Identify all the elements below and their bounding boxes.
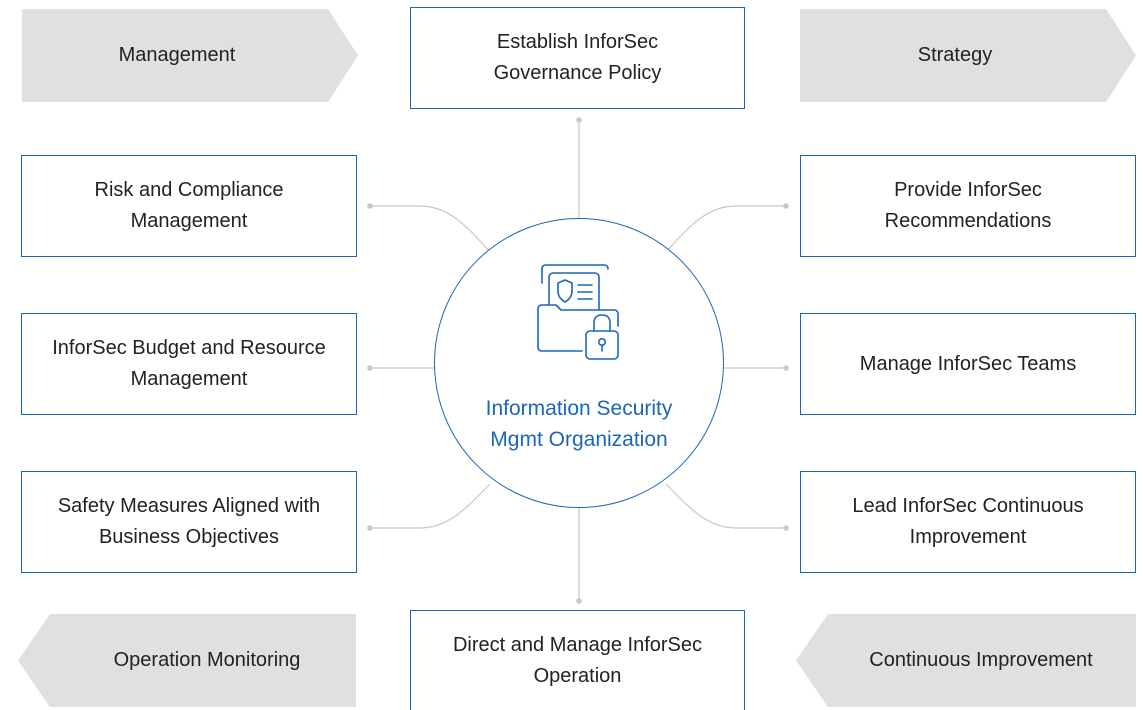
- management-label: Management: [118, 44, 236, 66]
- hub-title-line1: Information Security: [485, 397, 673, 420]
- strategy-label: Strategy: [917, 44, 993, 66]
- connector-right-1: [665, 205, 786, 253]
- hub-title-line2: Mgmt Organization: [490, 428, 668, 451]
- connector-dot-bottom: [576, 598, 582, 604]
- connector-dot-right-3: [783, 525, 789, 531]
- safety-measures-line1: Safety Measures Aligned with: [57, 495, 321, 517]
- continuous-improvement-line2: Improvement: [909, 526, 1027, 548]
- establish-governance-line1: Establish InforSec: [496, 31, 659, 53]
- connector-dot-left-2: [367, 365, 373, 371]
- operation-monitoring-chevron: Operation Monitoring: [18, 614, 356, 707]
- budget-resource-line1: InforSec Budget and Resource: [52, 337, 326, 359]
- continuous-improvement-line1: Lead InforSec Continuous: [852, 495, 1084, 517]
- budget-resource-line2: Management: [130, 368, 248, 390]
- connector-dot-left-3: [367, 525, 373, 531]
- continuous-improvement-label: Continuous Improvement: [869, 649, 1093, 671]
- safety-measures-line2: Business Objectives: [98, 526, 280, 548]
- risk-compliance-line2: Management: [130, 210, 248, 232]
- hub-circle: Information Security Mgmt Organization: [434, 218, 724, 508]
- strategy-chevron: Strategy: [800, 9, 1136, 102]
- connector-right-3: [665, 483, 786, 529]
- connector-left-3: [370, 483, 491, 529]
- hub-title: Information Security Mgmt Organization: [435, 393, 723, 455]
- provide-recommendations-line2: Recommendations: [884, 210, 1052, 232]
- provide-recommendations-line1: Provide InforSec: [894, 179, 1042, 201]
- continuous-improvement-chevron: Continuous Improvement: [796, 614, 1136, 707]
- connector-dot-left-1: [367, 203, 373, 209]
- connector-dot-right-1: [783, 203, 789, 209]
- direct-manage-operation-line2: Operation: [533, 664, 622, 687]
- operation-monitoring-label: Operation Monitoring: [113, 649, 301, 671]
- management-chevron: Management: [22, 9, 358, 102]
- connector-dot-top: [576, 117, 582, 123]
- shield-document-lock-icon: [537, 264, 619, 360]
- connector-dot-right-2: [783, 365, 789, 371]
- manage-teams-box: Manage InforSec Teams: [800, 313, 1136, 415]
- manage-teams-line1: Manage InforSec Teams: [859, 352, 1077, 375]
- connector-left-1: [370, 205, 491, 253]
- direct-manage-operation-line1: Direct and Manage InforSec: [452, 633, 703, 656]
- establish-governance-line2: Governance Policy: [493, 62, 662, 84]
- risk-compliance-line1: Risk and Compliance: [94, 179, 284, 201]
